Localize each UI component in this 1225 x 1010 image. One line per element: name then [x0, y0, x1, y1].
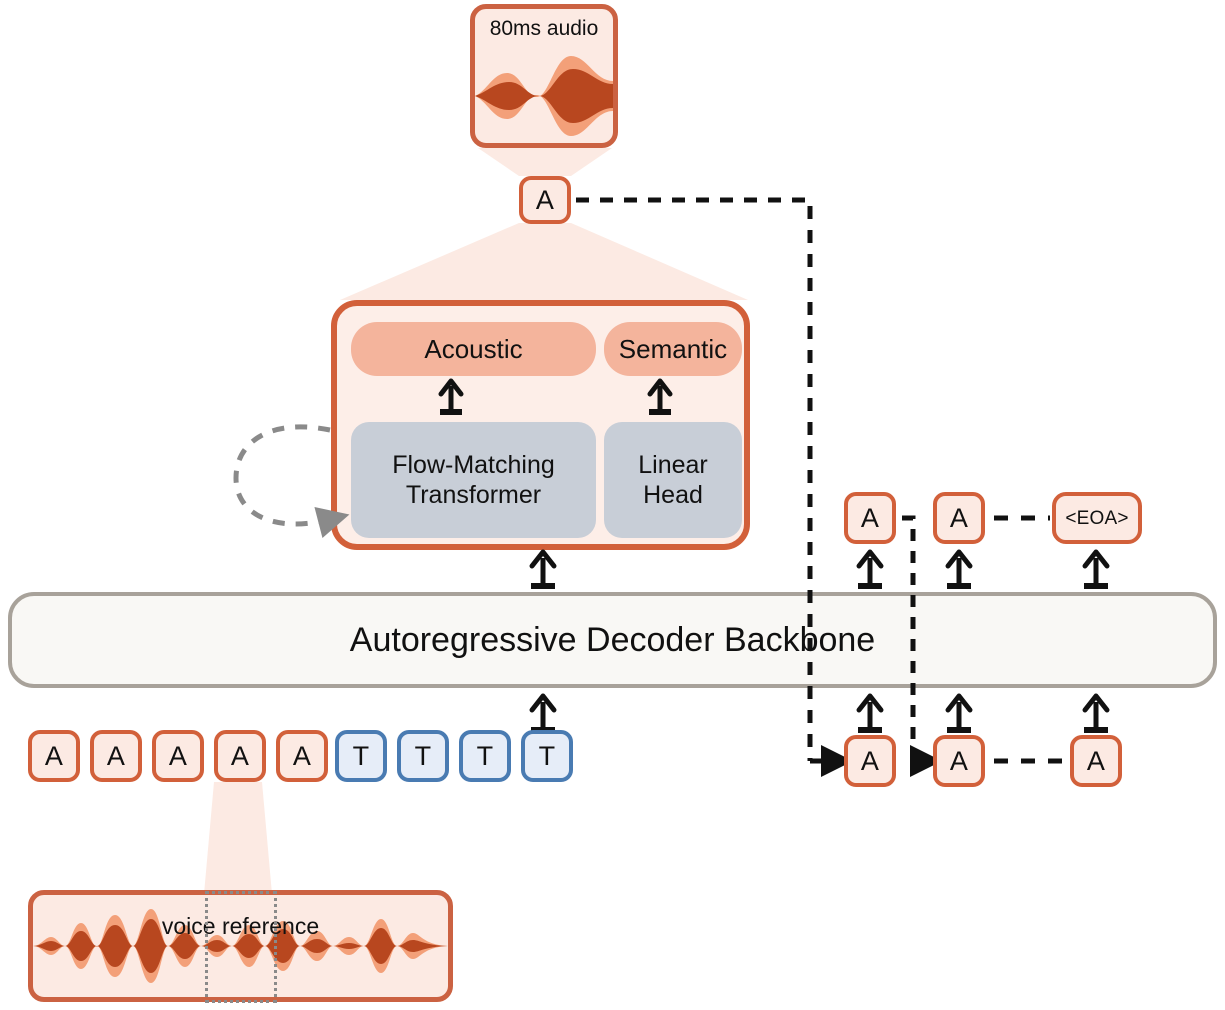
feedback-token-2-label: A [1086, 745, 1106, 776]
flow-matching-transformer: Flow-Matching Transformer [351, 422, 596, 538]
input-token-1-label: A [106, 740, 126, 771]
feedback-token-0-label: A [860, 745, 880, 776]
arrow-backbone-to-out-3 [1082, 549, 1110, 589]
arrow-input-to-backbone [529, 693, 557, 733]
input-token-2-label: A [168, 740, 188, 771]
arrow-feedback-to-backbone-2 [945, 693, 973, 733]
flow-matching-transformer-label-line1: Flow-Matching [392, 451, 555, 479]
arrow-backbone-to-module [529, 549, 557, 589]
arrow-backbone-to-out-1 [856, 549, 884, 589]
voice-reference-card: voice reference [28, 890, 453, 1003]
acoustic-output: Acoustic [351, 322, 596, 376]
semantic-output-label: Semantic [618, 333, 728, 364]
output-token-eoa[interactable]: <EOA> [1052, 492, 1142, 544]
arrow-backbone-to-out-2 [945, 549, 973, 589]
input-token-1[interactable]: A [90, 730, 142, 782]
voice-reference-label: voice reference [161, 913, 320, 939]
decoder-backbone-label: Autoregressive Decoder Backbone [349, 620, 876, 659]
generated-audio-label: 80ms audio [489, 17, 599, 40]
token-decoder-module: Acoustic Semantic Flow-Matching Transfor… [331, 300, 750, 550]
arrow-feedback-to-backbone-1 [856, 693, 884, 733]
voice-reference-crop-selection[interactable] [205, 891, 277, 1003]
input-token-5-label: T [352, 740, 370, 771]
waveform-icon [475, 56, 613, 136]
output-token-1-label: A [949, 502, 969, 533]
output-token-0[interactable]: A [844, 492, 896, 544]
linear-head-label-line2: Head [643, 481, 703, 509]
input-token-0[interactable]: A [28, 730, 80, 782]
acoustic-output-label: Acoustic [424, 333, 523, 364]
input-token-8-label: T [538, 740, 556, 771]
flow-matching-transformer-label-line2: Transformer [405, 481, 542, 509]
arrow-feedback-to-backbone-3 [1082, 693, 1110, 733]
input-token-3[interactable]: A [214, 730, 266, 782]
output-token-eoa-label: <EOA> [1065, 507, 1129, 529]
input-token-2[interactable]: A [152, 730, 204, 782]
input-token-sequence: A A A A A T T T T [28, 730, 574, 786]
input-token-0-label: A [44, 740, 64, 771]
feedback-token-1[interactable]: A [933, 735, 985, 787]
generated-audio-token: A [519, 176, 571, 224]
output-token-1[interactable]: A [933, 492, 985, 544]
arrow-acoustic-up [438, 378, 464, 415]
generated-audio-card: 80ms audio [470, 4, 618, 148]
output-token-0-label: A [860, 502, 880, 533]
arrow-semantic-up [647, 378, 673, 415]
feedback-token-2[interactable]: A [1070, 735, 1122, 787]
input-token-4-label: A [292, 740, 312, 771]
input-token-7-label: T [476, 740, 494, 771]
input-token-4[interactable]: A [276, 730, 328, 782]
input-token-8[interactable]: T [521, 730, 573, 782]
dashed-loop-arrow-icon [233, 424, 350, 538]
linear-head-label-line1: Linear [638, 451, 708, 479]
semantic-output: Semantic [604, 322, 742, 376]
feedback-token-0[interactable]: A [844, 735, 896, 787]
dashed-feedback-route-second [902, 515, 942, 777]
dashed-feedback-route-main [576, 197, 853, 777]
decoder-backbone: Autoregressive Decoder Backbone [8, 592, 1217, 688]
voice-reference-waveform-icon [33, 909, 448, 983]
linear-head: Linear Head [604, 422, 742, 538]
feedback-token-1-label: A [949, 745, 969, 776]
input-token-5[interactable]: T [335, 730, 387, 782]
input-token-6-label: T [414, 740, 432, 771]
input-token-7[interactable]: T [459, 730, 511, 782]
input-token-6[interactable]: T [397, 730, 449, 782]
generated-audio-token-label: A [535, 184, 555, 215]
input-token-3-label: A [230, 740, 250, 771]
